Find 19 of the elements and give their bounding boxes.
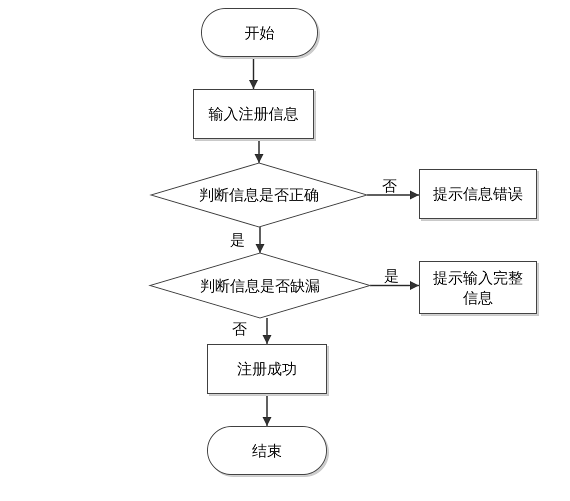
- arrow: [256, 227, 264, 253]
- arrow: [262, 318, 272, 344]
- process-box: 注册成功: [207, 344, 327, 394]
- edge-label: 是: [383, 268, 400, 284]
- decision-diamond: 判断信息是否正确: [151, 163, 367, 227]
- terminal-shape: 结束: [207, 426, 327, 475]
- decision-diamond: 判断信息是否缺漏: [150, 253, 370, 318]
- arrow: [370, 281, 419, 290]
- process-box: 提示输入完整信息: [419, 261, 537, 314]
- arrow: [262, 394, 272, 426]
- edge-label: 是: [229, 232, 246, 248]
- arrow: [249, 57, 258, 89]
- edge-label: 否: [231, 321, 248, 337]
- process-box: 输入注册信息: [193, 89, 314, 139]
- arrow: [367, 190, 419, 200]
- edge-label: 否: [381, 178, 398, 194]
- terminal-shape: 开始: [201, 8, 318, 57]
- process-box: 提示信息错误: [419, 169, 537, 219]
- arrow: [254, 139, 264, 163]
